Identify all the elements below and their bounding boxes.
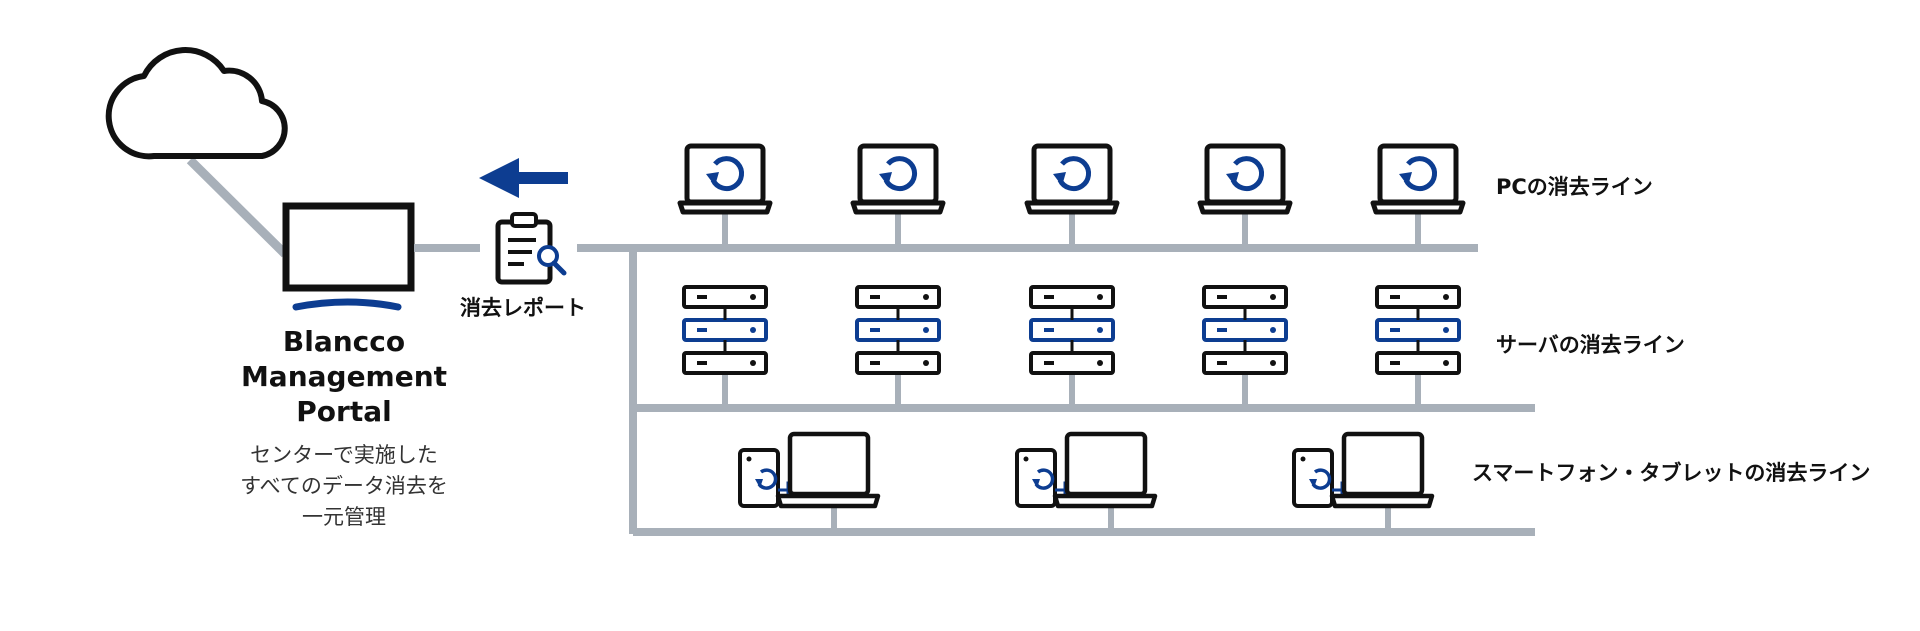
portal-title: Blancco Management Portal [218,324,470,429]
mobile-line-label: スマートフォン・タブレットの消去ライン [1472,461,1871,485]
portal-title-line: Portal [296,395,392,428]
server-icon [1202,285,1288,375]
portal-title-line: Management [240,360,448,393]
laptop-erase-icon [853,146,943,212]
report-clipboard-icon [495,212,567,285]
phone-erase-icon [740,434,878,506]
pc-line-label: PCの消去ライン [1496,175,1653,199]
laptop-erase-icon [680,146,770,212]
laptop-erase-icon [1200,146,1290,212]
server-icon [1375,285,1461,375]
server-icon [682,285,768,375]
monitor-icon [282,202,415,311]
portal-description-line: センターで実施した [250,443,438,467]
server-icon [1029,285,1115,375]
arrow-left-icon [479,158,568,198]
server-line-label: サーバの消去ライン [1496,333,1685,357]
phone-erase-icon [1294,434,1432,506]
portal-description-line: すべてのデータ消去を [240,474,448,498]
cloud-link-line [186,156,289,258]
report-label: 消去レポート [460,296,586,320]
laptop-erase-icon [1027,146,1117,212]
server-icon [855,285,941,375]
portal-description-line: 一元管理 [302,505,386,529]
portal-description: センターで実施した すべてのデータ消去を 一元管理 [203,440,485,533]
cloud-icon [105,47,288,160]
laptop-erase-icon [1373,146,1463,212]
portal-title-line: Blancco [282,325,406,358]
phone-erase-icon [1017,434,1155,506]
